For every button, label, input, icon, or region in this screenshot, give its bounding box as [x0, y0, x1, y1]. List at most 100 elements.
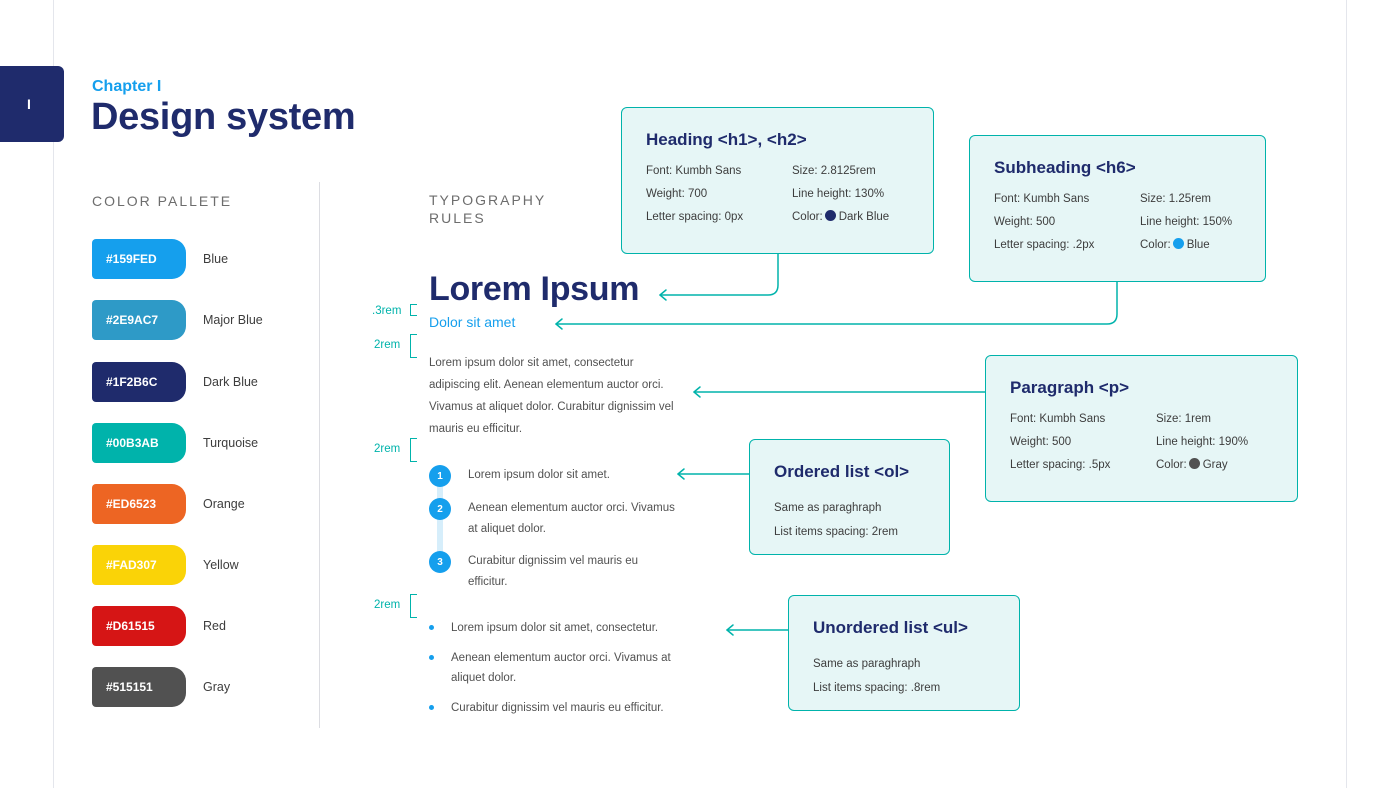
swatch-turquoise: #00B3AB Turquoise: [92, 423, 258, 463]
arrow-head-icon: [677, 468, 685, 480]
swatch-chip: #515151: [92, 667, 186, 707]
spec-font: Font: Kumbh Sans: [994, 193, 1090, 205]
swatch-chip: #2E9AC7: [92, 300, 186, 340]
spec-color-label: Color:: [1140, 239, 1171, 251]
ordered-list-item: 3 Curabitur dignissim vel mauris eu effi…: [429, 551, 678, 593]
swatch-chip: #D61515: [92, 606, 186, 646]
spec-card-title: Unordered list <ul>: [813, 618, 968, 637]
spec-letter-spacing: Letter spacing: .5px: [1010, 459, 1111, 471]
list-number-badge: 1: [429, 465, 451, 487]
arrow-head-icon: [555, 318, 563, 330]
spec-weight: Weight: 500: [1010, 436, 1072, 448]
heading-connector: [659, 253, 779, 296]
arrow-head-icon: [659, 289, 667, 301]
sample-paragraph: Lorem ipsum dolor sit amet, consectetur …: [429, 357, 674, 435]
spec-color-name: Gray: [1202, 459, 1228, 471]
spec-line: Same as paraghraph: [774, 502, 882, 514]
spec-line-height: Line height: 190%: [1156, 436, 1249, 448]
spec-color-label: Color:: [1156, 459, 1187, 471]
chapter-tab-marker[interactable]: I: [0, 66, 64, 142]
swatch-chip: #ED6523: [92, 484, 186, 524]
swatch-name: Orange: [203, 497, 245, 511]
swatch-major-blue: #2E9AC7 Major Blue: [92, 300, 263, 340]
spec-card-title: Ordered list <ol>: [774, 462, 910, 481]
spec-letter-spacing: Letter spacing: .2px: [994, 239, 1095, 251]
sample-heading: Lorem Ipsum: [429, 270, 640, 308]
spec-size: Size: 2.8125rem: [792, 165, 876, 177]
list-number-badge: 2: [429, 498, 451, 520]
ordered-list-track: [437, 478, 443, 570]
spacing-bracket: [410, 334, 417, 358]
spacing-mark-paragraph: 2rem: [374, 443, 401, 455]
spacing-bracket: [410, 304, 417, 316]
bullet-icon: [429, 705, 434, 710]
ordered-list-spec-card: Ordered list <ol> Same as paraghraph Lis…: [749, 439, 950, 555]
spec-line: List items spacing: 2rem: [774, 526, 898, 538]
swatch-name: Turquoise: [203, 436, 259, 450]
swatch-name: Yellow: [203, 558, 239, 572]
color-dot-icon: [1172, 238, 1184, 249]
spacing-bracket: [410, 438, 417, 462]
spec-card-title: Paragraph <p>: [1010, 378, 1130, 397]
list-item-text: Lorem ipsum dolor sit amet, consectetur.: [451, 622, 659, 634]
spec-color: Color: Gray: [1156, 458, 1273, 473]
spec-weight: Weight: 500: [994, 216, 1056, 228]
list-item-text: Curabitur dignissim vel mauris eu effici…: [451, 702, 664, 714]
spacing-mark-list: 2rem: [374, 599, 401, 611]
list-item-text: Curabitur dignissim vel mauris eu effici…: [468, 555, 639, 588]
spec-color: Color:Blue: [1140, 238, 1241, 253]
ordered-list-item: 1 Lorem ipsum dolor sit amet.: [429, 465, 678, 487]
ordered-list-item: 2 Aenean elementum auctor orci. Vivamus …: [429, 498, 678, 540]
arrow-head-icon: [693, 386, 701, 398]
swatch-gray: #515151 Gray: [92, 667, 230, 707]
bullet-icon: [429, 625, 434, 630]
heading-spec-card: Heading <h1>, <h2> Font: Kumbh Sans Size…: [621, 107, 934, 254]
swatch-chip: #00B3AB: [92, 423, 186, 463]
spec-card-title: Subheading <h6>: [994, 158, 1136, 177]
swatch-chip: #159FED: [92, 239, 186, 279]
list-item-text: Aenean elementum auctor orci. Vivamus at…: [468, 502, 675, 535]
swatch-name: Gray: [203, 680, 231, 694]
swatch-chip: #FAD307: [92, 545, 186, 585]
typography-rules-label: TYPOGRAPHY RULES: [429, 192, 546, 226]
unordered-list-item: Aenean elementum auctor orci. Vivamus at…: [429, 648, 701, 688]
swatch-blue: #159FED Blue: [92, 239, 228, 279]
chapter-label: Chapter I: [92, 78, 162, 95]
list-number-badge: 3: [429, 551, 451, 573]
swatch-yellow: #FAD307 Yellow: [92, 545, 239, 585]
unordered-list-spec-card: Unordered list <ul> Same as paraghraph L…: [788, 595, 1020, 711]
unordered-list-item: Lorem ipsum dolor sit amet, consectetur.: [429, 618, 701, 638]
list-item-text: Lorem ipsum dolor sit amet.: [468, 469, 610, 481]
spec-line-height: Line height: 130%: [792, 188, 885, 200]
section-divider: [319, 182, 320, 728]
sample-subheading: Dolor sit amet: [429, 314, 516, 330]
swatch-dark-blue: #1F2B6C Dark Blue: [92, 362, 258, 402]
spec-letter-spacing: Letter spacing: 0px: [646, 211, 744, 223]
swatch-name: Major Blue: [203, 313, 263, 327]
spec-color-name: Dark Blue: [838, 211, 890, 223]
page-left-border: [53, 0, 54, 788]
swatch-red: #D61515 Red: [92, 606, 226, 646]
spec-card-title: Heading <h1>, <h2>: [646, 130, 807, 149]
page-right-border: [1346, 0, 1347, 788]
spec-size: Size: 1.25rem: [1140, 193, 1211, 205]
list-item-text: Aenean elementum auctor orci. Vivamus at…: [451, 652, 671, 684]
swatch-chip: #1F2B6C: [92, 362, 186, 402]
spec-font: Font: Kumbh Sans: [646, 165, 742, 177]
color-dot-icon: [1188, 458, 1200, 469]
unordered-list-item: Curabitur dignissim vel mauris eu effici…: [429, 698, 701, 718]
spec-weight: Weight: 700: [646, 188, 708, 200]
subheading-connector: [555, 281, 1118, 325]
swatch-name: Dark Blue: [203, 375, 258, 389]
swatch-orange: #ED6523 Orange: [92, 484, 245, 524]
spacing-bracket: [410, 594, 417, 618]
spec-line: Same as paraghraph: [813, 658, 921, 670]
spec-font: Font: Kumbh Sans: [1010, 413, 1106, 425]
spec-color: Color:Dark Blue: [792, 210, 909, 225]
spacing-mark-subheading: 2rem: [374, 339, 401, 351]
paragraph-spec-card: Paragraph <p> Font: Kumbh Sans Size: 1re…: [985, 355, 1298, 502]
swatch-name: Blue: [203, 252, 229, 266]
color-dot-icon: [824, 210, 836, 221]
arrow-head-icon: [726, 624, 734, 636]
